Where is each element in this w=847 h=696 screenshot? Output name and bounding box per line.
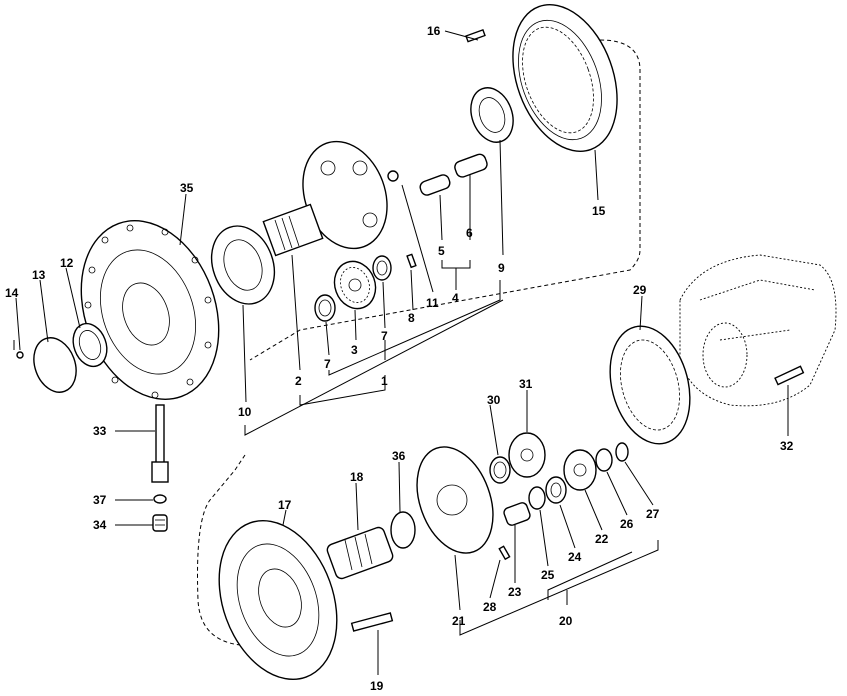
pin-28 bbox=[498, 545, 511, 561]
snap-ring-27 bbox=[615, 442, 629, 462]
ring-gear-15 bbox=[512, 4, 618, 152]
callout-28: 28 bbox=[483, 600, 497, 614]
callout-labels: 16 15 9 5 6 4 11 8 7 3 7 1 2 10 35 12 13… bbox=[5, 24, 794, 693]
washer-37 bbox=[153, 494, 167, 504]
plug-11 bbox=[387, 170, 399, 182]
callout-34: 34 bbox=[93, 518, 107, 532]
callout-22: 22 bbox=[595, 532, 609, 546]
callout-18: 18 bbox=[350, 470, 364, 484]
gear-22 bbox=[563, 449, 597, 491]
callout-21: 21 bbox=[452, 614, 466, 628]
callout-3: 3 bbox=[351, 343, 358, 357]
sleeve-6 bbox=[454, 153, 488, 178]
callout-37: 37 bbox=[93, 493, 107, 507]
bolt-32 bbox=[774, 365, 805, 386]
callout-16: 16 bbox=[427, 24, 441, 38]
flange-35 bbox=[80, 220, 220, 400]
washer-30 bbox=[489, 456, 511, 484]
seal-12 bbox=[72, 322, 108, 368]
callout-29: 29 bbox=[633, 283, 647, 297]
snap-ring-36 bbox=[390, 511, 416, 549]
washer-7-right bbox=[372, 255, 392, 281]
callout-4: 4 bbox=[452, 291, 459, 305]
callout-11: 11 bbox=[426, 296, 439, 310]
callout-26: 26 bbox=[620, 517, 634, 531]
callout-35: 35 bbox=[180, 181, 194, 195]
bearing-10 bbox=[210, 225, 276, 305]
gear-31 bbox=[508, 432, 546, 478]
callout-8: 8 bbox=[408, 311, 415, 325]
shaft-33 bbox=[151, 404, 169, 483]
callout-13: 13 bbox=[32, 268, 46, 282]
callout-15: 15 bbox=[592, 204, 606, 218]
callout-7-left: 7 bbox=[324, 357, 331, 371]
callout-36: 36 bbox=[392, 449, 406, 463]
bolt-19 bbox=[350, 612, 394, 632]
cover-13 bbox=[33, 337, 77, 393]
callout-12: 12 bbox=[60, 256, 74, 270]
callout-17: 17 bbox=[278, 498, 292, 512]
carrier-21 bbox=[416, 446, 494, 554]
callout-20: 20 bbox=[559, 614, 573, 628]
callout-9: 9 bbox=[498, 261, 505, 275]
planet-gear-3 bbox=[333, 260, 377, 310]
housing-17 bbox=[218, 519, 338, 681]
callout-27: 27 bbox=[646, 507, 660, 521]
callout-30: 30 bbox=[487, 393, 501, 407]
pin-5 bbox=[419, 174, 451, 196]
needle-bearing-24 bbox=[545, 476, 567, 504]
hydraulic-motor-outline bbox=[679, 254, 837, 407]
callout-10: 10 bbox=[238, 405, 252, 419]
screw-14 bbox=[13, 340, 24, 359]
callout-23: 23 bbox=[508, 585, 522, 599]
callout-32: 32 bbox=[780, 439, 794, 453]
pin-23 bbox=[503, 502, 531, 526]
washer-26 bbox=[595, 448, 613, 472]
callout-7-right: 7 bbox=[381, 329, 388, 343]
shaft-18 bbox=[326, 526, 394, 580]
callout-31: 31 bbox=[519, 377, 533, 391]
washer-25 bbox=[528, 486, 546, 510]
upper-dashed-outline bbox=[249, 39, 641, 361]
lower-dashed-outline bbox=[197, 454, 331, 651]
pin-8 bbox=[406, 253, 417, 269]
leader-lines bbox=[15, 30, 789, 675]
callout-19: 19 bbox=[370, 679, 384, 693]
callout-5: 5 bbox=[438, 244, 445, 258]
callout-6: 6 bbox=[466, 226, 473, 240]
pin-16 bbox=[465, 28, 486, 43]
callout-24: 24 bbox=[568, 550, 582, 564]
callout-2: 2 bbox=[295, 374, 302, 388]
bearing-9 bbox=[470, 87, 514, 143]
nut-34 bbox=[152, 514, 168, 532]
callout-14: 14 bbox=[5, 286, 19, 300]
callout-25: 25 bbox=[541, 568, 555, 582]
callout-1: 1 bbox=[381, 374, 388, 388]
ring-gear-29 bbox=[609, 325, 691, 445]
carrier-2 bbox=[262, 140, 388, 257]
washer-7-left bbox=[314, 294, 336, 322]
callout-33: 33 bbox=[93, 424, 107, 438]
